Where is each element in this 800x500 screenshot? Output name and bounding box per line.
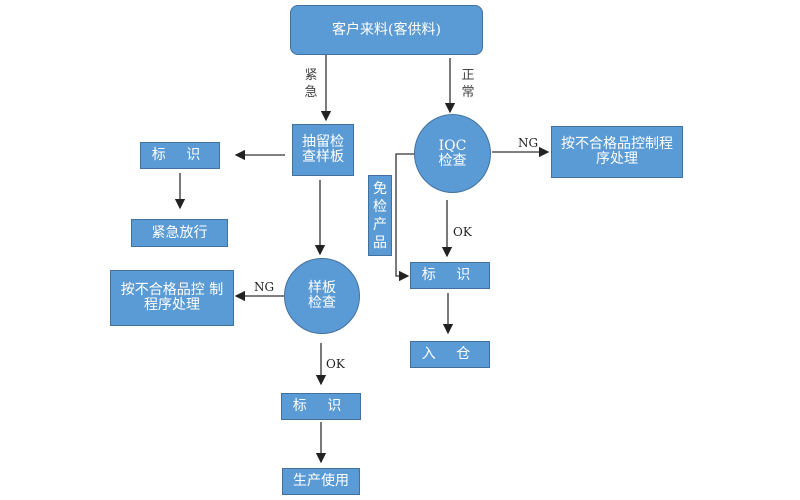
urgent-release-node: 紧急放行 [131,219,228,247]
sample-keep-node: 抽留检查样板 [292,124,354,176]
edge-label-ng-right: NG [518,136,539,150]
mark-left-node: 标 识 [140,142,220,169]
edge-label-normal: 正常 [461,68,475,100]
arrow-exempt-to-mark-right [395,153,415,282]
sample-check-node: 样板检查 [284,258,360,334]
warehouse-node: 入 仓 [410,341,490,368]
edge-label-ok-bottom: OK [326,357,345,371]
start-node: 客户来料(客供料) [290,5,483,55]
mark-right-node: 标 识 [410,262,490,289]
ng-right-node: 按不合格品控制程序处理 [551,126,683,178]
iqc-check-node: IQC检查 [414,114,491,193]
ng-left-node: 按不合格品控 制程序处理 [110,270,234,326]
exempt-node: 免检产品 [368,175,392,256]
production-use-node: 生产使用 [282,468,360,495]
mark-bottom-node: 标 识 [281,393,361,420]
edge-label-urgent: 紧急 [304,68,318,100]
edge-label-ng-left: NG [254,280,275,294]
edge-label-ok-right: OK [453,225,472,239]
